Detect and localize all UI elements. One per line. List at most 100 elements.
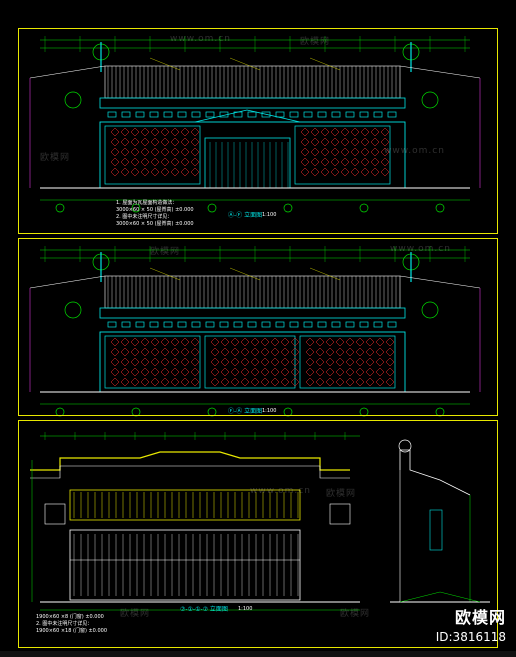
- frieze-window: [107, 321, 117, 328]
- eave-left: [29, 65, 106, 79]
- lattice-diamond: [120, 377, 130, 387]
- lattice-diamond: [350, 147, 360, 157]
- lattice-diamond: [170, 127, 180, 137]
- lattice-diamond: [380, 127, 390, 137]
- watermark-site-4: www.om.cn: [250, 486, 311, 496]
- frieze-window: [317, 321, 327, 328]
- lattice-diamond: [210, 347, 220, 357]
- lattice-diamond: [310, 167, 320, 177]
- axis-bubble: [359, 203, 369, 213]
- frieze-window: [191, 321, 201, 328]
- lattice-diamond: [350, 167, 360, 177]
- lattice-diamond: [310, 137, 320, 147]
- lattice-diamond: [240, 377, 250, 387]
- lattice-diamond: [210, 377, 220, 387]
- frieze-window: [275, 111, 285, 118]
- lattice-diamond: [170, 357, 180, 367]
- lower-colonnade: [69, 529, 301, 601]
- lattice-diamond: [170, 377, 180, 387]
- lattice-panel: [104, 125, 201, 185]
- lattice-panel: [204, 335, 296, 389]
- lattice-diamond: [335, 337, 345, 347]
- lattice-diamond: [290, 357, 300, 367]
- sheet-frame-1: [18, 28, 498, 234]
- lattice-diamond: [320, 137, 330, 147]
- lattice-diamond: [120, 137, 130, 147]
- lattice-diamond: [270, 367, 280, 377]
- lattice-diamond: [345, 347, 355, 357]
- lattice-diamond: [260, 337, 270, 347]
- lattice-diamond: [240, 367, 250, 377]
- lattice-diamond: [160, 137, 170, 147]
- sheet1-note-3: 2. 图中未注明尺寸详见：: [116, 214, 173, 220]
- leader-line: [309, 57, 341, 71]
- lattice-diamond: [330, 167, 340, 177]
- lattice-diamond: [190, 367, 200, 377]
- frieze-window: [177, 321, 187, 328]
- lattice-diamond: [325, 367, 335, 377]
- lattice-diamond: [150, 357, 160, 367]
- frieze-window: [233, 321, 243, 328]
- lattice-diamond: [210, 367, 220, 377]
- lattice-diamond: [325, 357, 335, 367]
- frieze-window: [317, 111, 327, 118]
- lattice-diamond: [300, 147, 310, 157]
- lattice-diamond: [260, 357, 270, 367]
- lattice-diamond: [290, 347, 300, 357]
- section-base: [399, 591, 481, 603]
- lattice-diamond: [170, 367, 180, 377]
- frieze-window: [359, 111, 369, 118]
- lattice-diamond: [360, 157, 370, 167]
- watermark-brand-2: 欧模网: [40, 153, 71, 163]
- sheet3-title: ⑦-①-①-⑦ 立面图: [180, 606, 228, 613]
- lattice-diamond: [365, 357, 375, 367]
- frieze-window: [135, 321, 145, 328]
- lattice-diamond: [370, 167, 380, 177]
- lattice-diamond: [150, 137, 160, 147]
- axis-bubble: [207, 407, 217, 417]
- lattice-diamond: [140, 367, 150, 377]
- lattice-diamond: [240, 337, 250, 347]
- lattice-diamond: [290, 377, 300, 387]
- lattice-diamond: [355, 347, 365, 357]
- lattice-diamond: [150, 127, 160, 137]
- sheet1-title: Ⓐ-Ⓕ 立面图: [228, 212, 263, 219]
- lattice-diamond: [130, 167, 140, 177]
- section-finial: [398, 439, 412, 453]
- lattice-diamond: [260, 367, 270, 377]
- frieze-window: [275, 321, 285, 328]
- lattice-diamond: [130, 337, 140, 347]
- axis-bubble: [131, 203, 141, 213]
- lattice-diamond: [190, 357, 200, 367]
- lattice-diamond: [250, 337, 260, 347]
- lattice-diamond: [270, 347, 280, 357]
- sheet1-note-1: 1. 屋面为瓦屋面构造做法：: [116, 200, 178, 206]
- lattice-diamond: [230, 367, 240, 377]
- side-box-right: [329, 503, 351, 525]
- lattice-diamond: [340, 137, 350, 147]
- watermark-site-3: www.om.cn: [390, 244, 451, 254]
- lattice-diamond: [305, 367, 315, 377]
- lattice-diamond: [315, 367, 325, 377]
- frieze-window: [331, 321, 341, 328]
- lattice-diamond: [355, 357, 365, 367]
- lattice-diamond: [325, 337, 335, 347]
- lattice-diamond: [315, 377, 325, 387]
- lattice-diamond: [120, 347, 130, 357]
- lattice-diamond: [375, 337, 385, 347]
- frieze-window: [135, 111, 145, 118]
- detail-callout-right: [421, 301, 439, 319]
- eave-left: [29, 275, 106, 289]
- frieze-window: [191, 111, 201, 118]
- watermark-brand-5: 欧模网: [120, 609, 151, 619]
- frieze-window: [261, 111, 271, 118]
- lattice-diamond: [130, 357, 140, 367]
- frieze-window: [121, 321, 131, 328]
- lattice-diamond: [305, 357, 315, 367]
- lattice-diamond: [330, 157, 340, 167]
- lattice-diamond: [280, 347, 290, 357]
- frieze-window: [247, 321, 257, 328]
- lattice-diamond: [180, 337, 190, 347]
- leader-line: [229, 57, 261, 71]
